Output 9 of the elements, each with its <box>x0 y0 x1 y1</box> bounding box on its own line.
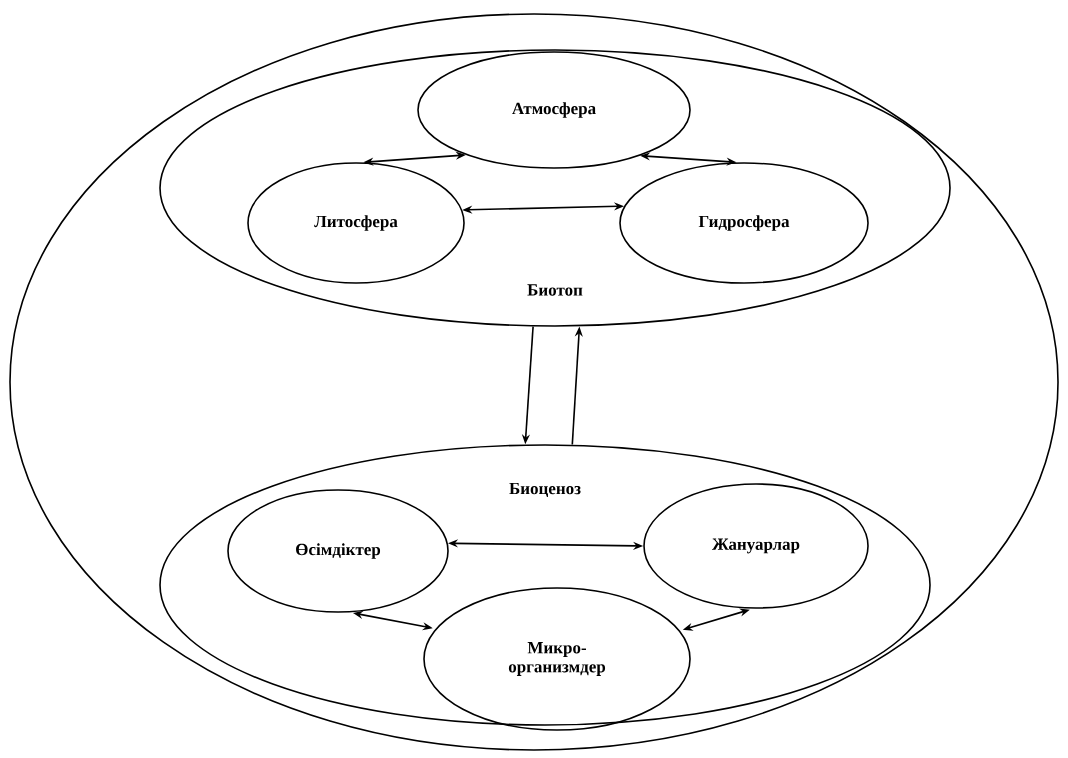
ellipse-label: Гидросфера <box>698 215 790 231</box>
ellipse-label: Биотоп <box>527 284 583 296</box>
ellipse-label: Жануарлар <box>712 538 800 554</box>
ellipse-label: Атмосфера <box>512 102 596 118</box>
ellipse-label: Биоценоз <box>509 482 581 498</box>
ellipse-label: Өсімдіктер <box>296 543 381 559</box>
ellipse-label: Литосфера <box>314 215 398 231</box>
ellipse <box>9 13 1059 751</box>
ellipse-label: Микро- организмдер <box>508 642 606 676</box>
